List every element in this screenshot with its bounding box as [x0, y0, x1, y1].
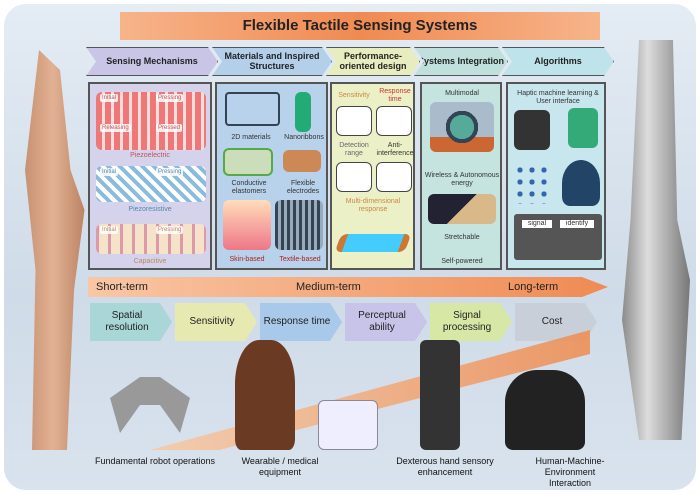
metric-spatial-resolution: Spatial resolution: [90, 303, 172, 341]
metric-perceptual-ability: Perceptual ability: [345, 303, 427, 341]
label-signal: signal: [522, 220, 552, 228]
medical-device-image: [318, 400, 378, 450]
label-response-time: Response time: [379, 88, 411, 103]
panel-materials: 2D materials Nanoribbons Conductive elas…: [215, 82, 328, 270]
wireless-device-icon: [428, 194, 496, 224]
label-flexible-electrodes: Flexible electrodes: [286, 180, 320, 195]
label-sensitivity: Sensitivity: [338, 92, 370, 99]
label-multi-dimensional-response: Multi-dimensional response: [345, 198, 401, 213]
label-capacitive-pressing: Pressing: [156, 226, 184, 234]
metric-signal-processing: Signal processing: [430, 303, 512, 341]
label-piezoelectric-initial: Initial: [100, 94, 119, 102]
label-haptic-machine-learning: Haptic machine learning & User interface: [517, 90, 599, 105]
label-capacitive-initial: Initial: [100, 226, 119, 234]
neural-network-icon: [514, 164, 550, 204]
metric-sensitivity: Sensitivity: [175, 303, 257, 341]
header-materials: Materials and Inspired Structures: [212, 47, 332, 76]
label-capacitive: Capacitive: [133, 258, 167, 265]
textile-icon: [275, 200, 323, 250]
label-self-powered: Self-powered: [441, 258, 483, 265]
label-piezoresistive-pressing: Pressing: [156, 168, 184, 176]
response-time-plot: [376, 106, 412, 136]
label-nanoribbons: Nanoribbons: [284, 134, 324, 141]
multimodal-icon: [430, 102, 494, 152]
app-human-machine-environment: Human-Machine-Environment Interaction: [535, 456, 605, 488]
label-piezoelectric-pressing: Pressing: [156, 94, 184, 102]
label-anti-interference: Anti-interference: [376, 142, 414, 157]
robot-glove-icon: [514, 110, 550, 150]
electrode-icon: [283, 150, 321, 172]
timeline-arrow: Short-term Medium-term Long-term: [88, 277, 608, 297]
label-stretchable: Stretchable: [444, 234, 480, 241]
label-piezoelectric: Piezoelectric: [130, 152, 170, 159]
multi-dimensional-sensor-icon: [334, 234, 412, 252]
app-dexterous-hand: Dexterous hand sensory enhancement: [396, 456, 494, 477]
label-piezoelectric-pressed: Pressed: [156, 124, 183, 132]
label-piezoelectric-releasing: Releasing: [100, 124, 131, 132]
timeline-short-term: Short-term: [96, 281, 148, 293]
panel-performance: Sensitivity Response time Detection rang…: [330, 82, 415, 270]
panel-sensing: Initial Pressing Releasing Pressed Piezo…: [88, 82, 212, 270]
robot-hand-sensor-image: [420, 340, 460, 450]
panel-systems: Multimodal Wireless & Autonomous energy …: [420, 82, 502, 270]
header-systems: Systems Integration: [414, 47, 508, 76]
header-performance: Performance-oriented design: [326, 47, 420, 76]
app-fundamental-robot-operations: Fundamental robot operations: [94, 456, 216, 466]
circuit-board-icon: [568, 108, 598, 148]
label-textile-based: Textile-based: [279, 256, 321, 263]
label-identify: identify: [560, 220, 594, 228]
sensitivity-plot: [336, 106, 372, 136]
vr-user-image: [505, 370, 585, 450]
graphene-icon: [225, 92, 280, 126]
label-detection-range: Detection range: [339, 142, 369, 157]
label-piezoresistive-initial: Initial: [100, 168, 119, 176]
diagram-title: Flexible Tactile Sensing Systems: [120, 12, 600, 40]
header-sensing-mechanisms: Sensing Mechanisms: [86, 47, 218, 76]
label-multimodal: Multimodal: [445, 90, 479, 97]
app-wearable-medical: Wearable / medical equipment: [241, 456, 319, 477]
skin-icon: [223, 200, 271, 250]
label-skin-based: Skin-based: [229, 256, 265, 263]
timeline-medium-term: Medium-term: [296, 281, 361, 293]
label-conductive-elastomers: Conductive elastomers: [231, 180, 267, 195]
anti-interference-plot: [376, 162, 412, 192]
runner-image: [235, 340, 295, 450]
metric-response-time: Response time: [260, 303, 342, 341]
detection-range-plot: [336, 162, 372, 192]
elastomer-icon: [223, 148, 273, 176]
timeline-long-term: Long-term: [508, 281, 559, 293]
brain-gear-icon: [562, 160, 600, 206]
label-piezoresistive: Piezoresistive: [128, 206, 172, 213]
label-2d-materials: 2D materials: [231, 134, 271, 141]
header-algorithms: Algorithms: [502, 47, 614, 76]
nanoribbon-icon: [295, 92, 311, 132]
panel-algorithms: Haptic machine learning & User interface…: [506, 82, 606, 270]
label-wireless-autonomous-energy: Wireless & Autonomous energy: [424, 172, 500, 187]
